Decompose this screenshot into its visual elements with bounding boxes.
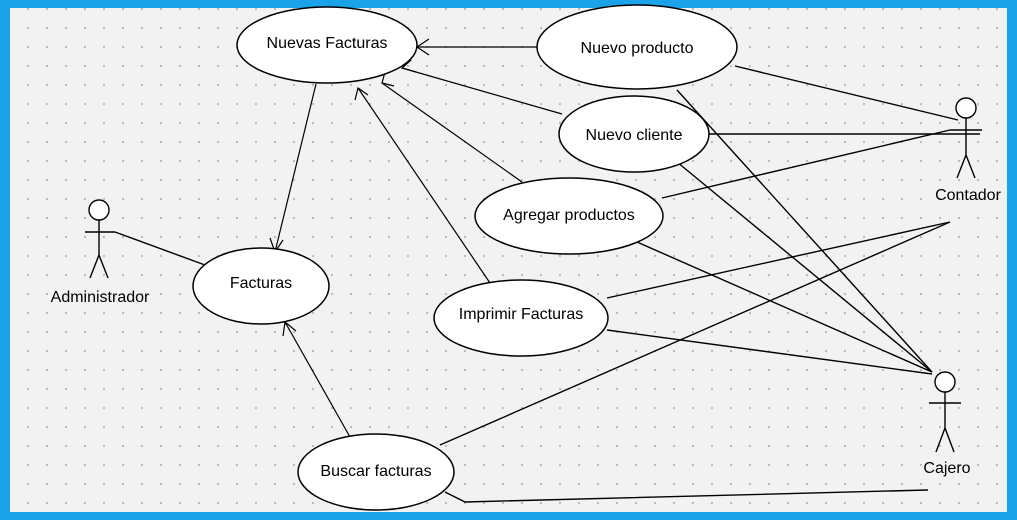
arrowhead-3 (381, 71, 395, 87)
actor-head (955, 97, 977, 119)
use-case-buscar-facturas[interactable] (297, 433, 455, 511)
actor-contador[interactable] (950, 97, 982, 179)
use-case-nuevas-facturas[interactable] (236, 6, 418, 84)
assoc-buscar-facturas-cajero (444, 489, 929, 503)
label-cajero: Cajero (923, 460, 970, 477)
actor-administrador[interactable] (85, 199, 115, 279)
dep-nuevas-facturas-to-facturas (274, 83, 317, 253)
actor-head (88, 199, 110, 221)
assoc-agregar-productos-cajero (636, 241, 933, 373)
label-contador: Contador (935, 187, 1001, 204)
use-case-nuevo-producto[interactable] (536, 4, 738, 90)
associations (114, 65, 980, 503)
assoc-agregar-productos-contador (661, 129, 951, 199)
dep-imprimir-facturas-to-nuevas-facturas (357, 87, 491, 284)
arrowhead-4 (354, 87, 369, 101)
dep-buscar-facturas-to-facturas (284, 321, 351, 438)
dep-nuevo-cliente-to-nuevas-facturas (401, 67, 563, 115)
label-nuevas-facturas: Nuevas Facturas (267, 35, 388, 52)
actor-cajero[interactable] (929, 371, 961, 453)
use-case-nuevo-cliente[interactable] (558, 95, 710, 173)
assoc-imprimir-facturas-cajero (606, 329, 933, 375)
label-imprimir-facturas: Imprimir Facturas (459, 306, 583, 323)
assoc-buscar-facturas-contador (439, 221, 951, 446)
label-buscar-facturas: Buscar facturas (320, 463, 431, 480)
label-nuevo-cliente: Nuevo cliente (586, 127, 683, 144)
dependencies (269, 38, 563, 438)
label-administrador: Administrador (51, 289, 150, 306)
assoc-imprimir-facturas-contador (606, 221, 951, 299)
label-agregar-productos: Agregar productos (503, 207, 635, 224)
use-case-imprimir-facturas[interactable] (433, 279, 609, 357)
dep-agregar-productos-to-nuevas-facturas (381, 82, 523, 183)
assoc-nuevo-producto-contador (734, 65, 959, 121)
label-facturas: Facturas (230, 275, 292, 292)
assoc-administrador-facturas (114, 231, 206, 266)
use-case-agregar-productos[interactable] (474, 177, 664, 255)
use-case-facturas[interactable] (192, 247, 330, 325)
grid-dots (10, 8, 1007, 512)
actor-head (934, 371, 956, 393)
assoc-nuevo-cliente-cajero (676, 161, 933, 373)
label-nuevo-producto: Nuevo producto (581, 40, 694, 57)
assoc-nuevo-producto-cajero (676, 89, 933, 373)
